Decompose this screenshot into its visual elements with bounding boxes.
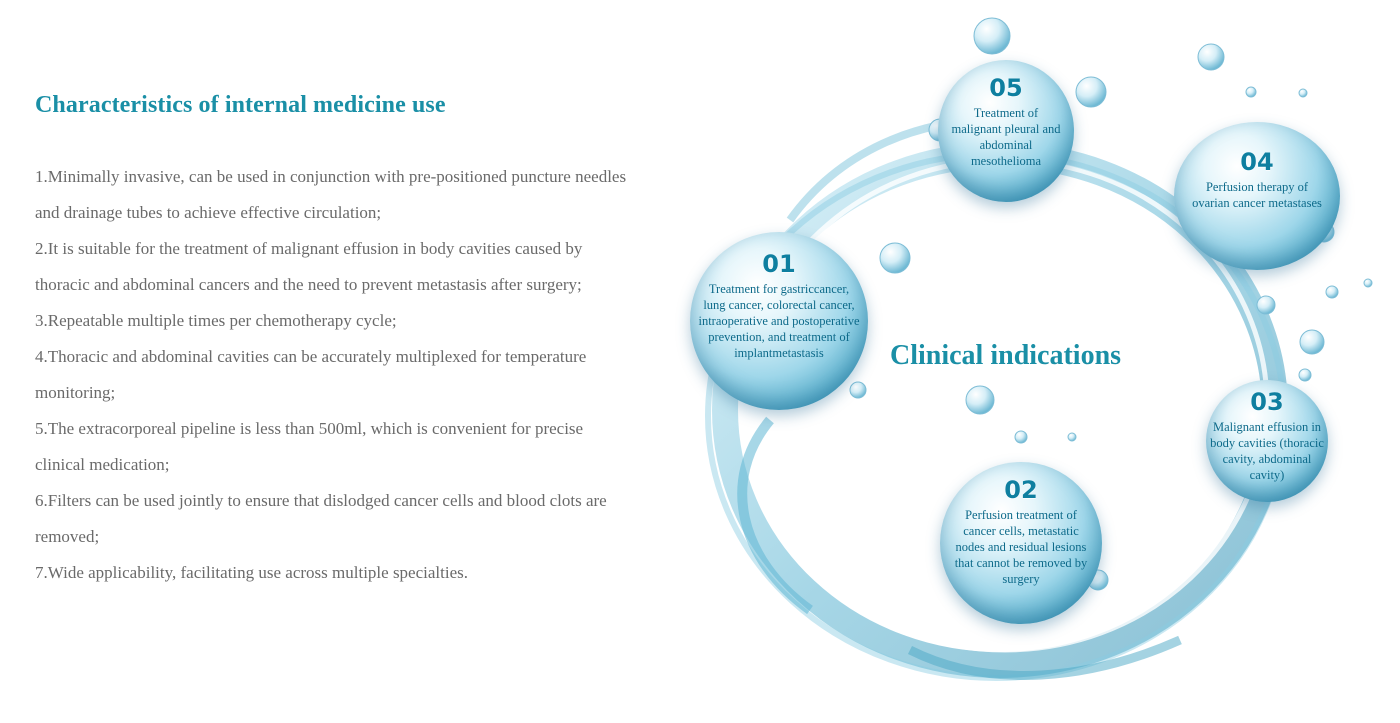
indication-number: 01: [762, 250, 796, 278]
indication-number: 02: [1004, 476, 1038, 504]
characteristic-item-5: 5.The extracorporeal pipeline is less th…: [35, 419, 584, 474]
characteristic-item-3: 3.Repeatable multiple times per chemothe…: [35, 311, 397, 330]
indication-text: Malignant effusion in body cavities (tho…: [1210, 420, 1324, 482]
characteristic-item-7: 7.Wide applicability, facilitating use a…: [35, 563, 469, 582]
indication-bubble-04: 04 Perfusion therapy of ovarian cancer m…: [1174, 122, 1340, 270]
section-heading: Characteristics of internal medicine use: [35, 92, 446, 118]
indication-number: 03: [1250, 388, 1284, 416]
characteristic-item-6: 6.Filters can be used jointly to ensure …: [35, 491, 607, 546]
indication-bubble-05: 05 Treatment of malignant pleural and ab…: [938, 60, 1074, 202]
indication-text: Perfusion treatment of cancer cells, met…: [954, 508, 1088, 586]
indication-text: Perfusion therapy of ovarian cancer meta…: [1192, 180, 1322, 210]
clinical-indications-title: Clinical indications: [890, 340, 1122, 371]
indication-text: Treatment of malignant pleural and abdom…: [951, 106, 1061, 168]
indication-number: 04: [1240, 148, 1274, 176]
indication-text: Treatment for gastriccancer, lung cancer…: [698, 282, 860, 360]
characteristic-item-1: 1.Minimally invasive, can be used in con…: [35, 167, 627, 222]
water-droplets: [849, 17, 1373, 591]
indication-bubble-02: 02 Perfusion treatment of cancer cells, …: [940, 462, 1102, 624]
indication-number: 05: [989, 74, 1023, 102]
indication-bubble-03: 03 Malignant effusion in body cavities (…: [1206, 380, 1328, 502]
characteristic-item-4: 4.Thoracic and abdominal cavities can be…: [35, 347, 587, 402]
characteristic-item-2: 2.It is suitable for the treatment of ma…: [35, 239, 583, 294]
characteristics-section: Characteristics of internal medicine use…: [35, 92, 635, 591]
indication-bubble-01: 01 Treatment for gastriccancer, lung can…: [690, 232, 868, 410]
